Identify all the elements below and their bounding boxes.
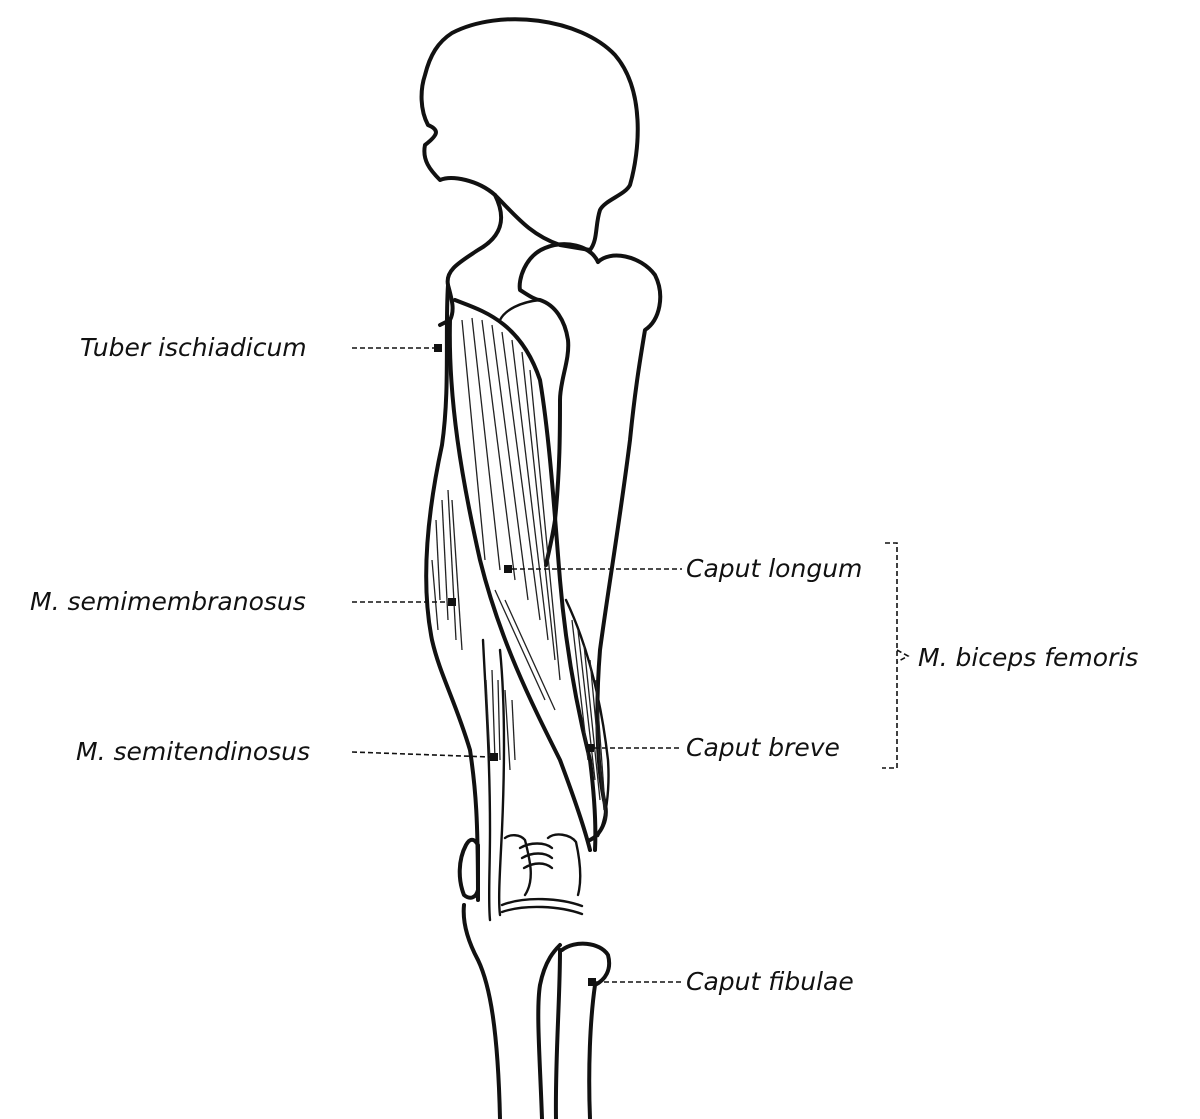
label-text: Caput fibulae bbox=[686, 967, 854, 996]
label-text: M. semitendinosus bbox=[76, 737, 310, 766]
marker bbox=[504, 565, 512, 573]
marker bbox=[588, 978, 596, 986]
marker bbox=[434, 344, 442, 352]
label-m-semitendinosus: M. semitendinosus bbox=[76, 737, 498, 766]
femur-bone bbox=[498, 242, 663, 842]
knee-joint bbox=[500, 833, 584, 916]
label-m-semimembranosus: M. semimembranosus bbox=[30, 587, 456, 616]
biceps-femoris-caput-breve-muscle bbox=[564, 598, 610, 838]
marker bbox=[448, 598, 456, 606]
marker bbox=[490, 753, 498, 761]
patella-bone bbox=[457, 837, 480, 900]
label-text: M. semimembranosus bbox=[30, 587, 306, 616]
semitendinosus-muscle bbox=[481, 638, 516, 922]
marker bbox=[586, 744, 594, 752]
label-caput-longum: Caput longum bbox=[504, 554, 862, 583]
leader-line bbox=[351, 751, 491, 758]
fibula-bone bbox=[553, 941, 612, 1119]
semimembranosus-muscle bbox=[424, 283, 480, 902]
label-text: Caput breve bbox=[686, 733, 840, 762]
label-text: M. biceps femoris bbox=[918, 643, 1138, 672]
label-text: Caput longum bbox=[686, 554, 862, 583]
tibia-bone bbox=[461, 903, 562, 1119]
pelvis-bone bbox=[419, 17, 640, 327]
biceps-femoris-caput-longum-muscle bbox=[447, 298, 598, 852]
label-text: Tuber ischiadicum bbox=[80, 333, 307, 362]
label-tuber-ischiadicum: Tuber ischiadicum bbox=[80, 333, 442, 362]
label-m-biceps-femoris: M. biceps femoris bbox=[882, 542, 1138, 769]
bracket bbox=[882, 542, 910, 769]
label-caput-breve: Caput breve bbox=[586, 733, 840, 762]
label-caput-fibulae: Caput fibulae bbox=[588, 967, 854, 996]
